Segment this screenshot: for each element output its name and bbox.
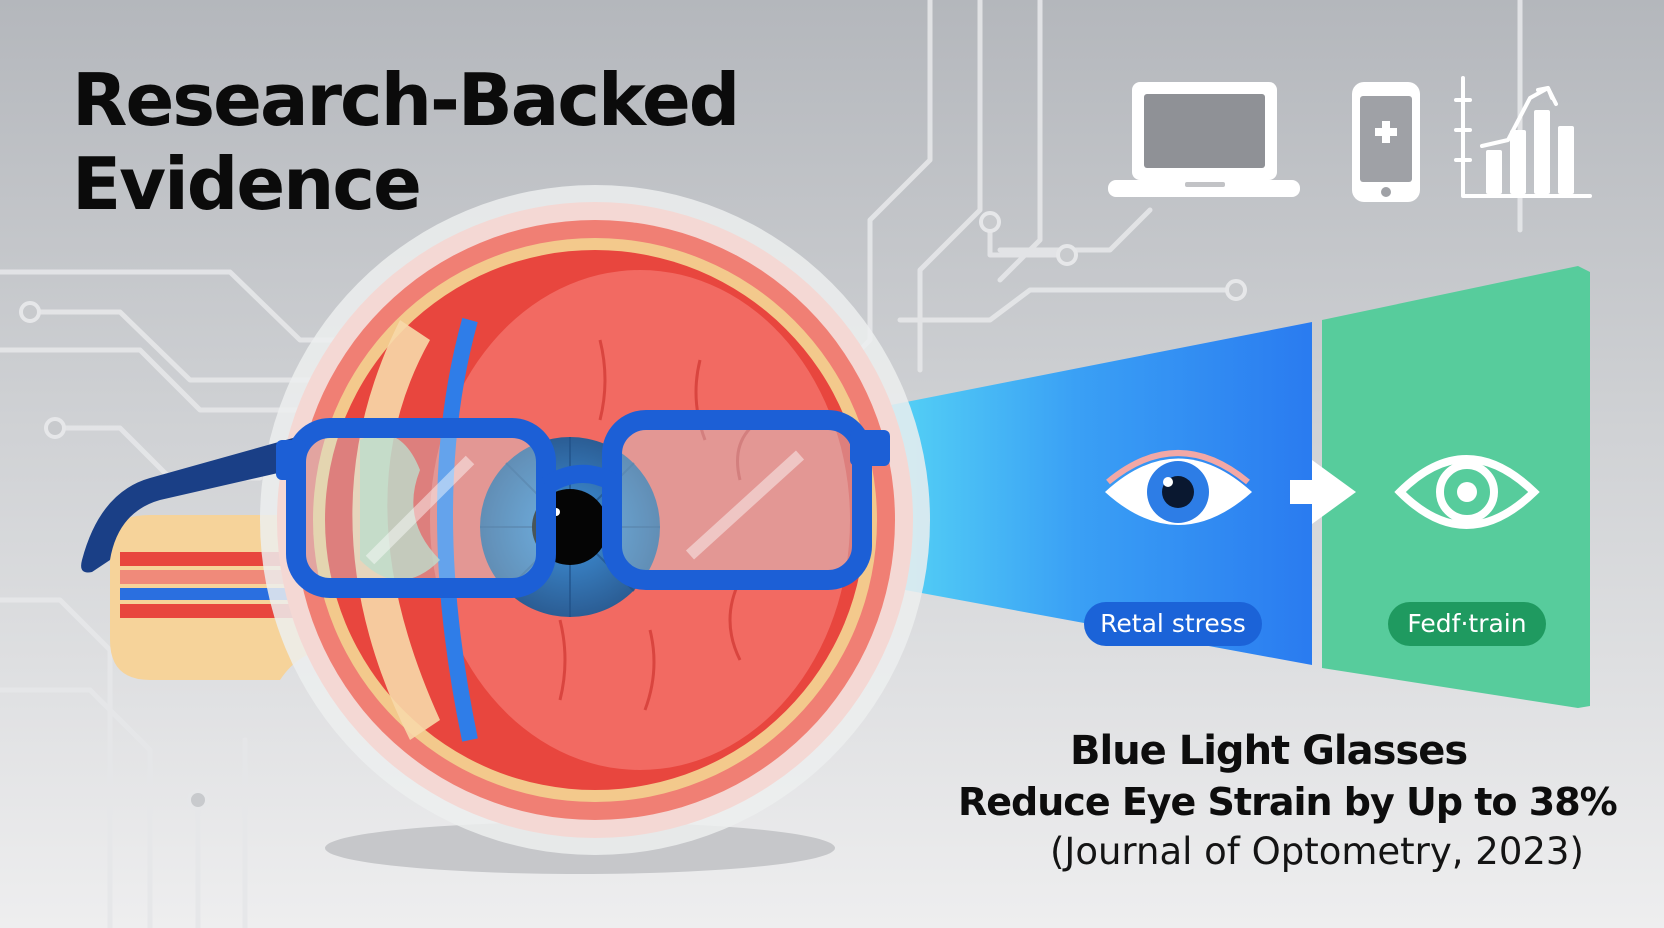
blue-light-beam-panel — [840, 322, 1312, 665]
blue-light-glasses — [81, 410, 890, 598]
relaxed-eye-icon — [1394, 455, 1540, 529]
reduced-strain-label: Fedf·train — [1388, 602, 1546, 646]
retinal-stress-label: Retal stress — [1084, 602, 1262, 646]
caption-claim: Reduce Eye Strain by Up to 38% — [958, 780, 1618, 824]
page-title: Research-Backed Evidence — [72, 58, 740, 226]
caption-source: (Journal of Optometry, 2023) — [1050, 830, 1584, 873]
strained-eye-icon — [1105, 450, 1252, 525]
title-line-1: Research-Backed — [72, 58, 740, 142]
title-line-2: Evidence — [72, 142, 422, 226]
green-filtered-panel — [1322, 266, 1590, 708]
arrow-right-icon — [1290, 460, 1356, 524]
caption-headline: Blue Light Glasses — [1070, 728, 1468, 774]
